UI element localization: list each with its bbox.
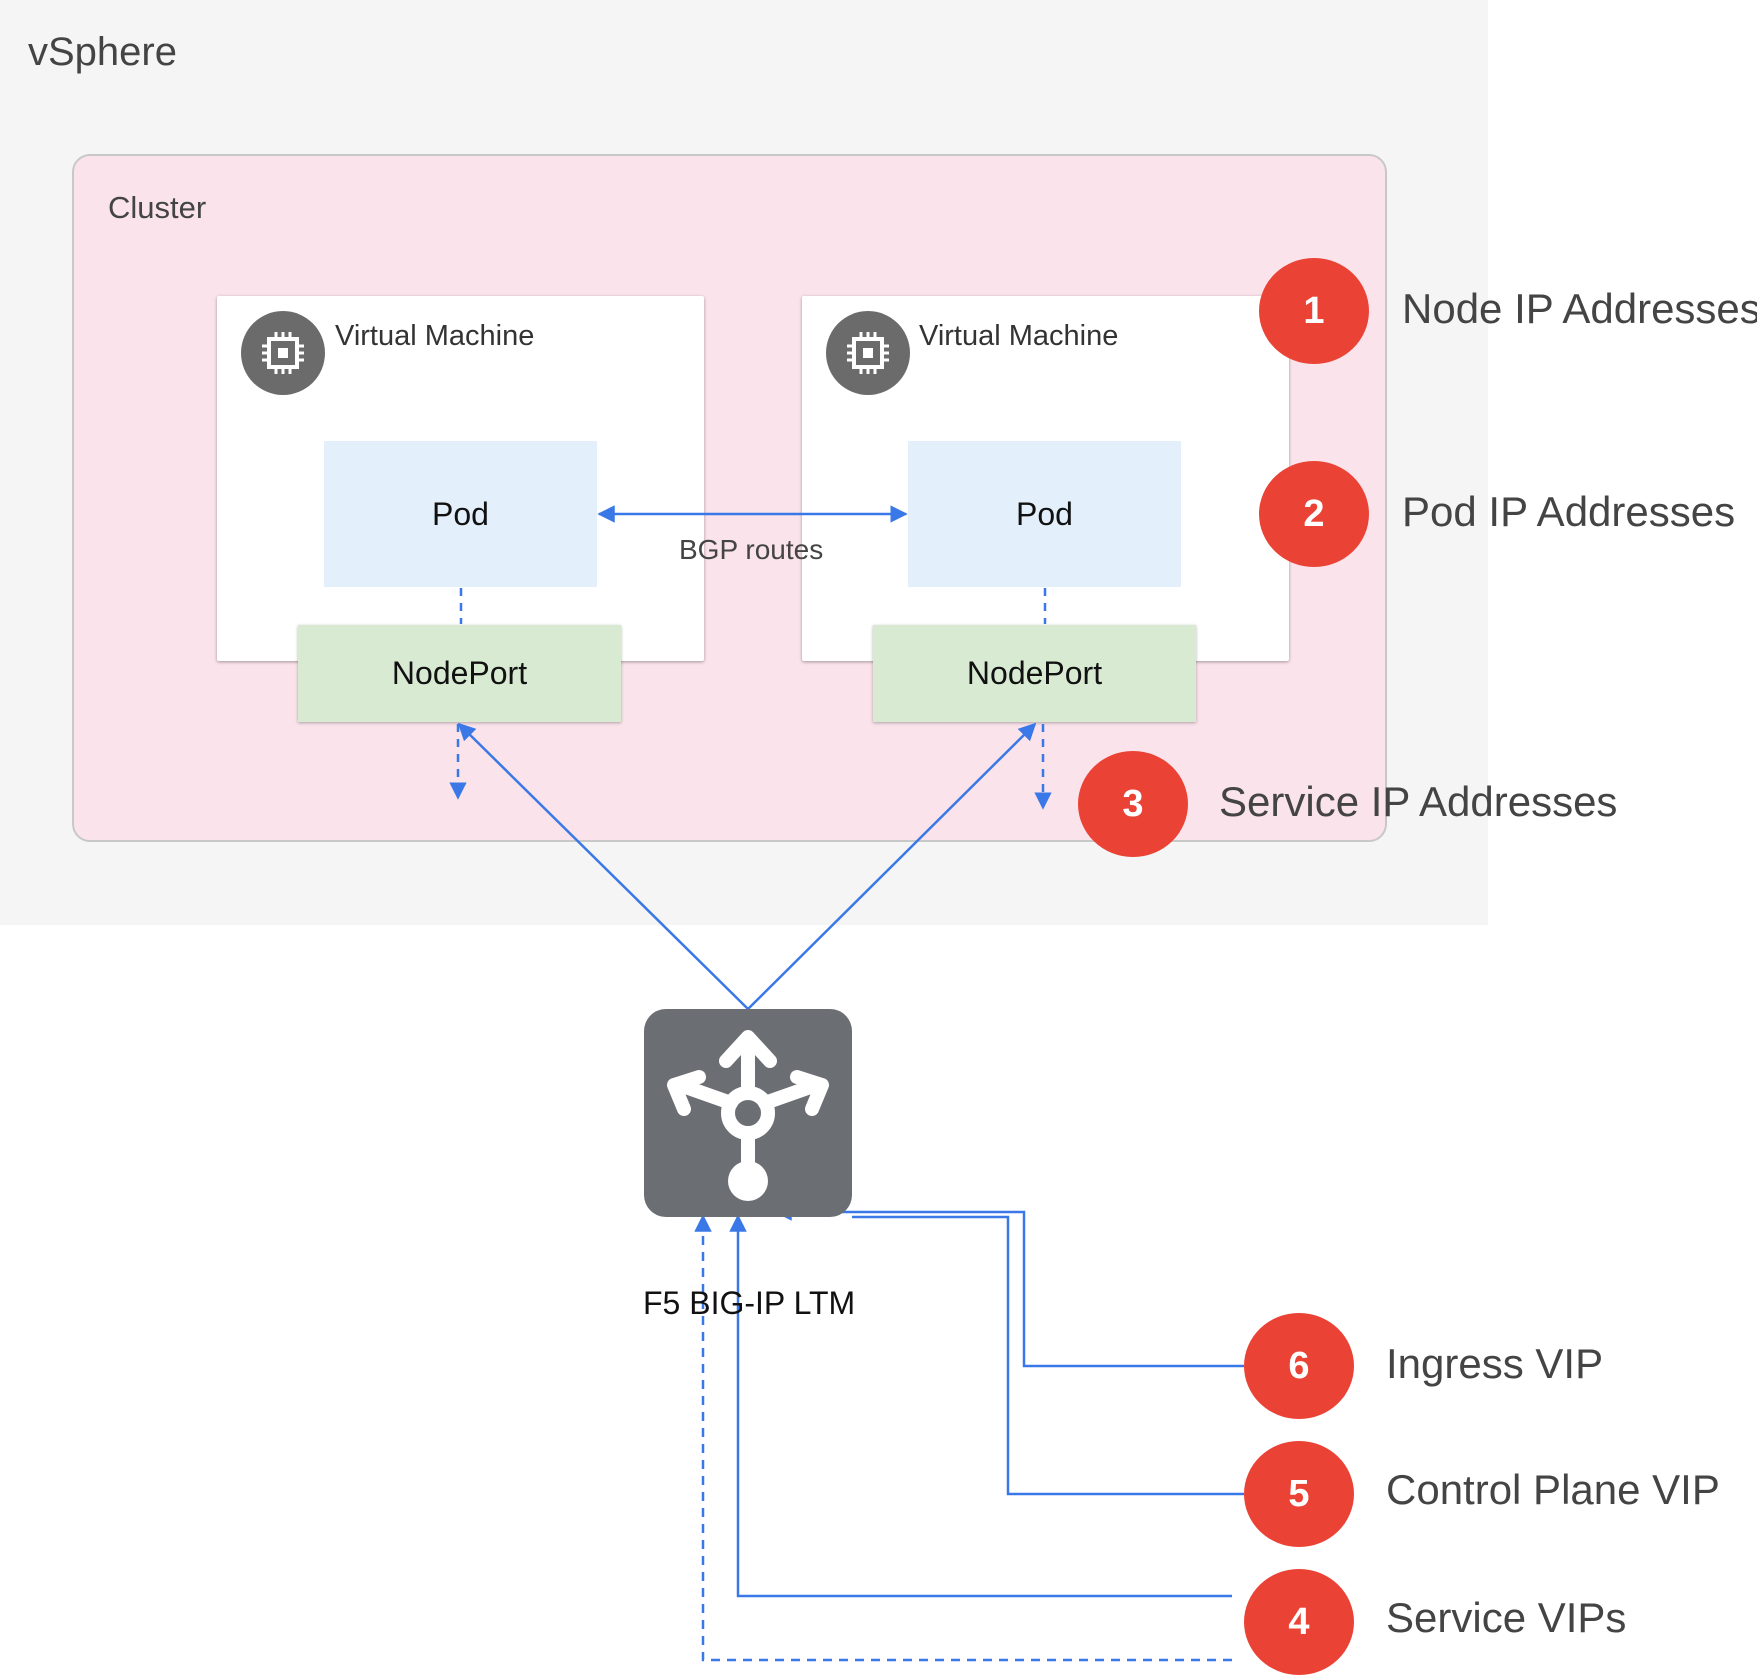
node-ip-addresses-label: Node IP Addresses: [1402, 285, 1757, 332]
load-balancer-icon: [644, 1009, 852, 1217]
service-vips-line: [729, 1214, 1232, 1598]
callout-badge-4: 4: [1244, 1569, 1354, 1675]
pod-1: Pod: [324, 441, 597, 587]
vm-2-title: Virtual Machine: [919, 320, 1119, 352]
callout-badge-3: 3: [1078, 751, 1188, 857]
ingress-vip-line: [774, 1203, 1244, 1368]
pod-ip-addresses-label: Pod IP Addresses: [1402, 488, 1736, 535]
callout-badge-6: 6: [1244, 1313, 1354, 1419]
control-plane-vip-label: Control Plane VIP: [1386, 1466, 1720, 1513]
cpu-chip-icon: [826, 311, 910, 395]
callout-badge-1: 1: [1259, 258, 1369, 364]
callout-badge-2: 2: [1259, 461, 1369, 567]
lb-to-nodeport-2: [747, 722, 1037, 1010]
bgp-routes-label: BGP routes: [679, 534, 824, 565]
cluster-title: Cluster: [108, 190, 207, 225]
nodeport-1: NodePort: [298, 625, 621, 722]
vm-1-title: Virtual Machine: [335, 320, 535, 352]
service-vips-label: Service VIPs: [1386, 1594, 1627, 1641]
load-balancer-label: F5 BIG-IP LTM: [643, 1285, 856, 1321]
ingress-vip-label: Ingress VIP: [1386, 1340, 1604, 1387]
vsphere-title: vSphere: [28, 30, 177, 74]
service-vips-dashed-line: [694, 1214, 1232, 1662]
cpu-chip-icon: [241, 311, 325, 395]
nodeport-2: NodePort: [873, 625, 1196, 722]
service-ip-addresses-label: Service IP Addresses: [1219, 778, 1618, 825]
lb-to-nodeport-1: [457, 722, 749, 1010]
callout-badge-5: 5: [1244, 1441, 1354, 1547]
pod-2: Pod: [908, 441, 1181, 587]
control-plane-vip-line: [852, 1215, 1244, 1496]
